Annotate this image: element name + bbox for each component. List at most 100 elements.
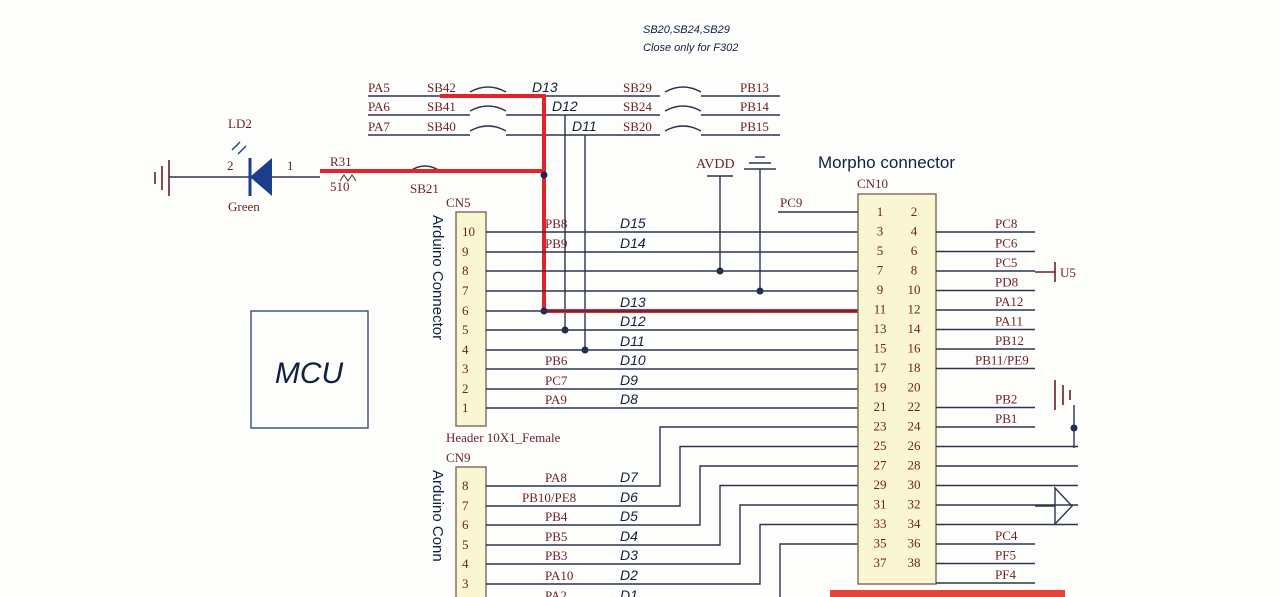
note-line1: SB20,SB24,SB29 xyxy=(643,24,730,36)
cn10-right-pin: 38 xyxy=(908,555,921,570)
cn10-left-pin: 15 xyxy=(874,341,887,356)
cn10-right-pin: 10 xyxy=(908,282,921,297)
cn10-left-pin: 19 xyxy=(874,380,887,395)
bridge-right-port: PB15 xyxy=(740,119,769,134)
cn10-left-pin: 7 xyxy=(877,263,884,278)
cn9-port-label: PB10/PE8 xyxy=(522,490,576,505)
cn10-right-pin: 4 xyxy=(911,224,918,239)
cn10-left-pin: 35 xyxy=(874,536,887,551)
bridge-left-id: SB40 xyxy=(427,119,456,134)
cn10-right-label: PD8 xyxy=(995,275,1018,290)
cn10-right-pin: 18 xyxy=(908,360,921,375)
led-triangle xyxy=(250,158,272,196)
cn10-right-label: PA12 xyxy=(995,294,1023,309)
cn9-signal-label: D1 xyxy=(620,587,638,597)
bridge-right-id: SB24 xyxy=(623,99,652,114)
cn10-right-pin: 20 xyxy=(908,380,921,395)
cn9-signal-label: D3 xyxy=(620,547,638,563)
cn5-ref: CN5 xyxy=(446,195,471,210)
bridge-right-id: SB29 xyxy=(623,80,652,95)
cn10-right-pin: 24 xyxy=(908,419,922,434)
cn10-right-label: PC5 xyxy=(995,255,1017,270)
bridge-left-port: PA5 xyxy=(368,80,390,95)
resistor-ref: R31 xyxy=(330,154,352,169)
cn5-pin-number: 3 xyxy=(462,361,469,376)
resistor-value: 510 xyxy=(330,179,350,194)
cn9-pin-number: 4 xyxy=(462,556,469,571)
avdd-label: AVDD xyxy=(696,157,735,172)
cn9-wire xyxy=(486,426,858,487)
cn5-signal-label: D9 xyxy=(620,372,638,388)
cn9-pin-number: 3 xyxy=(462,576,469,591)
cn9-wire xyxy=(486,504,858,565)
bridge-left-id: SB41 xyxy=(427,99,456,114)
sb21-label: SB21 xyxy=(410,181,439,196)
cn5-port-label: PB6 xyxy=(545,353,568,368)
cn5-signal-label: D12 xyxy=(620,313,646,329)
cn10-right-label: PC8 xyxy=(995,216,1017,231)
cn5-signal-label: D14 xyxy=(620,235,646,251)
cn9-port-label: PA10 xyxy=(545,568,573,583)
cn10-left-pin: 9 xyxy=(877,282,884,297)
cn10-right-pin: 16 xyxy=(908,341,922,356)
bridge-signal: D12 xyxy=(552,98,578,114)
mcu-label: MCU xyxy=(275,357,344,390)
cn5-signal-label: D8 xyxy=(620,391,638,407)
cn5-signal-label: D13 xyxy=(620,294,646,310)
cn9-signal-label: D4 xyxy=(620,528,638,544)
cn10-box xyxy=(857,193,937,585)
cn5-pin-number: 5 xyxy=(462,322,469,337)
cn9-port-label: PB4 xyxy=(545,509,568,524)
cn10-right-label: PF4 xyxy=(995,567,1016,582)
cn5-pin-number: 10 xyxy=(462,224,475,239)
cn10-left-pin: 21 xyxy=(874,399,887,414)
cn9-wire xyxy=(486,445,858,507)
cn10-left-pin: 13 xyxy=(874,321,887,336)
cn9-port-label: PA8 xyxy=(545,470,567,485)
cn10-left-pin: 37 xyxy=(874,555,888,570)
cn5-pin-number: 4 xyxy=(462,342,469,357)
cn10-right-label: PB2 xyxy=(995,392,1017,407)
cn9-pin-number: 5 xyxy=(462,537,469,552)
cn10-left-pin: 5 xyxy=(877,243,884,258)
cn10-title: Morpho connector xyxy=(818,153,955,172)
watermark-fragment xyxy=(830,590,1065,597)
cn5-footer: Header 10X1_Female xyxy=(446,430,561,445)
bridge-right-port: PB14 xyxy=(740,99,769,114)
cn9-port-label: PB3 xyxy=(545,548,567,563)
cn10-right-pin: 36 xyxy=(908,536,922,551)
led-pin1: 1 xyxy=(287,158,294,173)
cn5-pin-number: 2 xyxy=(462,381,469,396)
cn5-pin-number: 6 xyxy=(462,303,469,318)
cn10-ref: CN10 xyxy=(857,176,888,191)
u5-label: U5 xyxy=(1060,265,1076,280)
cn10-right-pin: 26 xyxy=(908,438,922,453)
cn10-right-label: PC4 xyxy=(995,528,1018,543)
cn9-pin-number: 8 xyxy=(462,478,469,493)
cn5-port-label: PC7 xyxy=(545,373,568,388)
cn10-right-label: PB1 xyxy=(995,411,1017,426)
cn9-wire xyxy=(486,465,858,526)
cn10-right-labels: PC8PC6PC5PD8PA12PA11PB12PB11/PE9PB2PB1PC… xyxy=(936,216,1078,584)
cn10-left-pin: 23 xyxy=(874,419,887,434)
led-color: Green xyxy=(228,199,260,214)
cn9-signal-label: D6 xyxy=(620,489,638,505)
cn9-signal-label: D5 xyxy=(620,508,638,524)
cn10-right-label: PB12 xyxy=(995,333,1024,348)
cn5-signal-label: D11 xyxy=(620,333,645,349)
bridge-left-port: PA6 xyxy=(368,99,390,114)
cn10-right-pin: 12 xyxy=(908,302,921,317)
cn9-port-label: PB5 xyxy=(545,529,567,544)
cn10-left-pin: 27 xyxy=(874,458,888,473)
cn10-left-pin: 3 xyxy=(877,224,884,239)
cn10-pins: 1357911131517192123252729313335372468101… xyxy=(874,204,922,570)
cn5-port-label: PB9 xyxy=(545,236,567,251)
cn9-wire xyxy=(486,523,858,585)
cn10-left-pin: 1 xyxy=(877,204,884,219)
cn9-signal-label: D7 xyxy=(620,469,639,485)
cn10-left-pin: 25 xyxy=(874,438,887,453)
cn10-right-pin: 2 xyxy=(911,204,918,219)
cn9-wire xyxy=(486,484,858,546)
